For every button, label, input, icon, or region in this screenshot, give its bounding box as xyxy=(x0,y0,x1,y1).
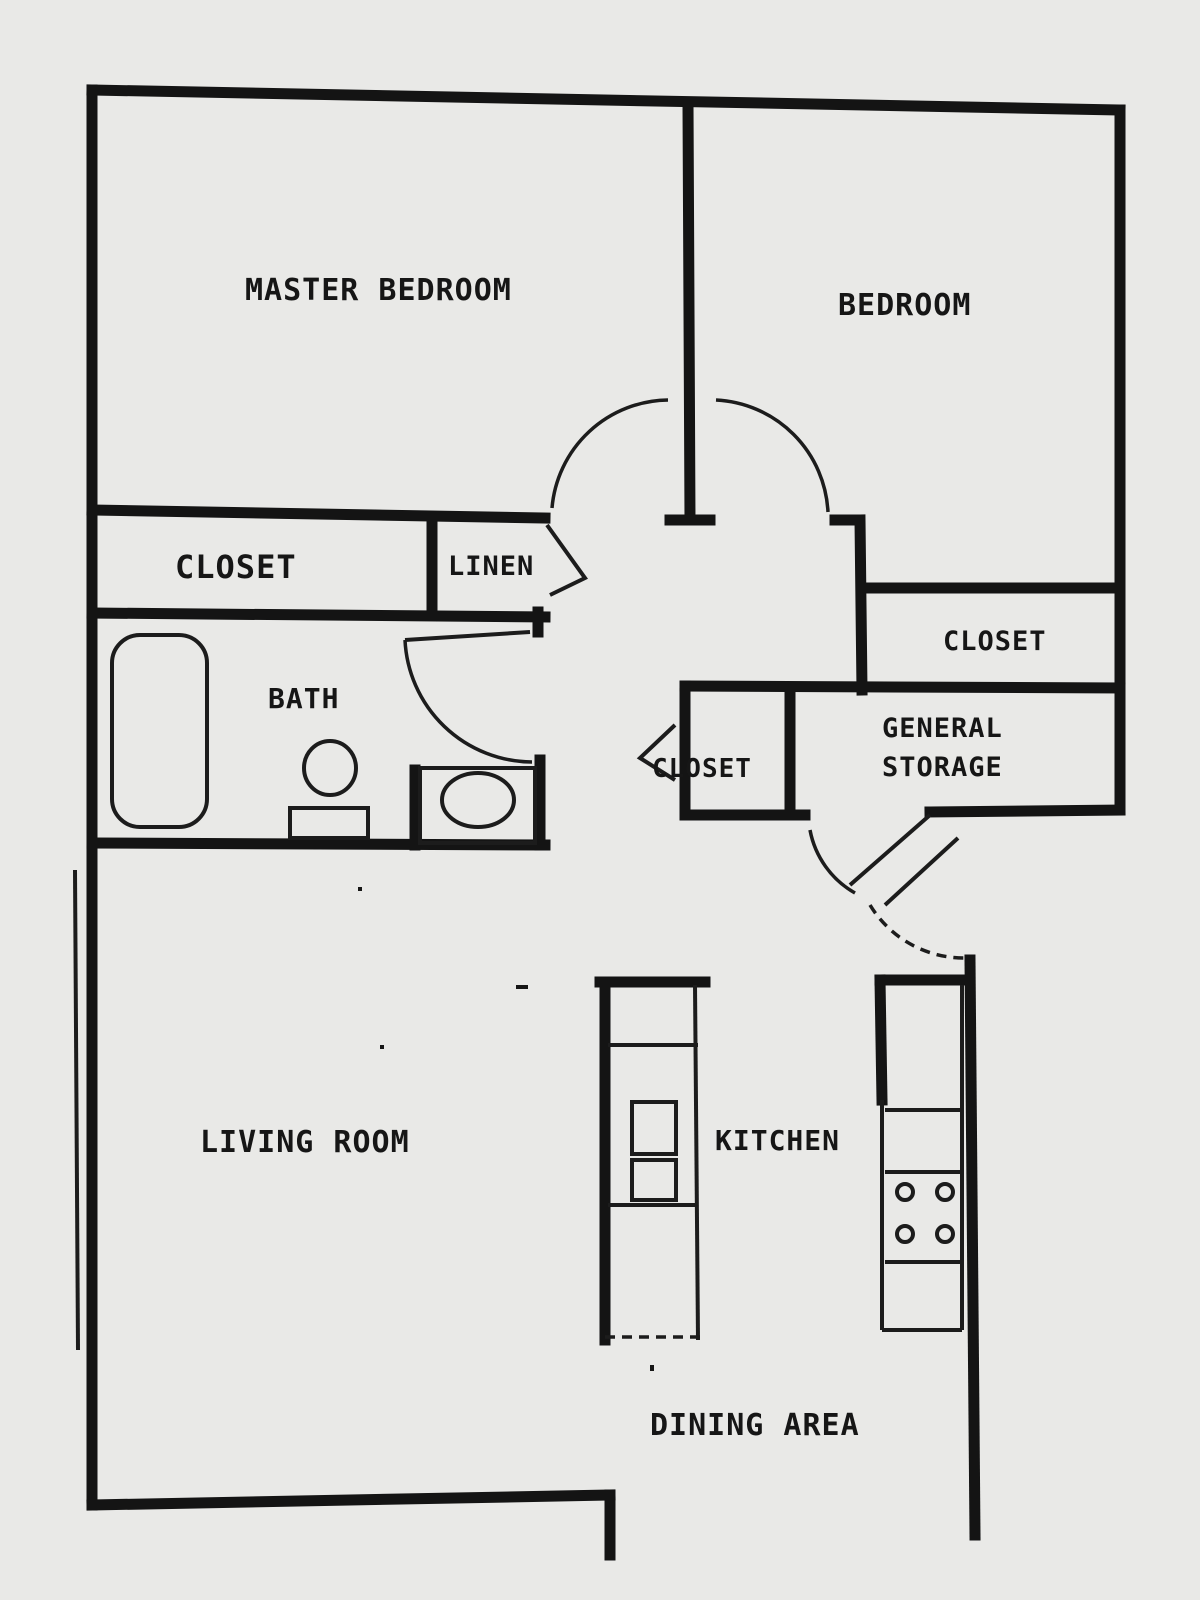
exterior-walls xyxy=(86,84,1126,1561)
kitchen-sink-basin-1 xyxy=(630,1100,678,1156)
label-closet-bedroom: CLOSET xyxy=(943,626,1047,657)
fixtures xyxy=(73,633,964,1351)
label-bedroom: BEDROOM xyxy=(838,288,971,323)
kitchen-counter-right xyxy=(880,985,964,1332)
label-living-room: LIVING ROOM xyxy=(200,1125,410,1160)
vanity xyxy=(418,766,537,845)
label-bath: BATH xyxy=(268,682,339,715)
bathtub xyxy=(110,633,209,829)
toilet-tank xyxy=(288,806,370,840)
label-dining-area: DINING AREA xyxy=(650,1408,860,1443)
sink-basin xyxy=(440,771,516,829)
kitchen-counter-left xyxy=(605,984,700,1341)
label-closet-hall: CLOSET xyxy=(652,754,752,784)
label-kitchen: KITCHEN xyxy=(715,1124,840,1157)
stove-burners xyxy=(895,1182,955,1244)
kitchen-sink-basin-2 xyxy=(630,1158,678,1202)
room-labels: MASTER BEDROOM BEDROOM CLOSET LINEN CLOS… xyxy=(175,273,1047,1443)
door-swings xyxy=(403,398,966,960)
label-master-bedroom: MASTER BEDROOM xyxy=(245,273,512,308)
label-storage: STORAGE xyxy=(882,752,1003,783)
toilet-bowl xyxy=(302,739,358,797)
label-closet-master: CLOSET xyxy=(175,548,297,586)
label-linen: LINEN xyxy=(448,551,534,582)
label-general: GENERAL xyxy=(882,713,1003,744)
scan-marks xyxy=(358,887,654,1371)
